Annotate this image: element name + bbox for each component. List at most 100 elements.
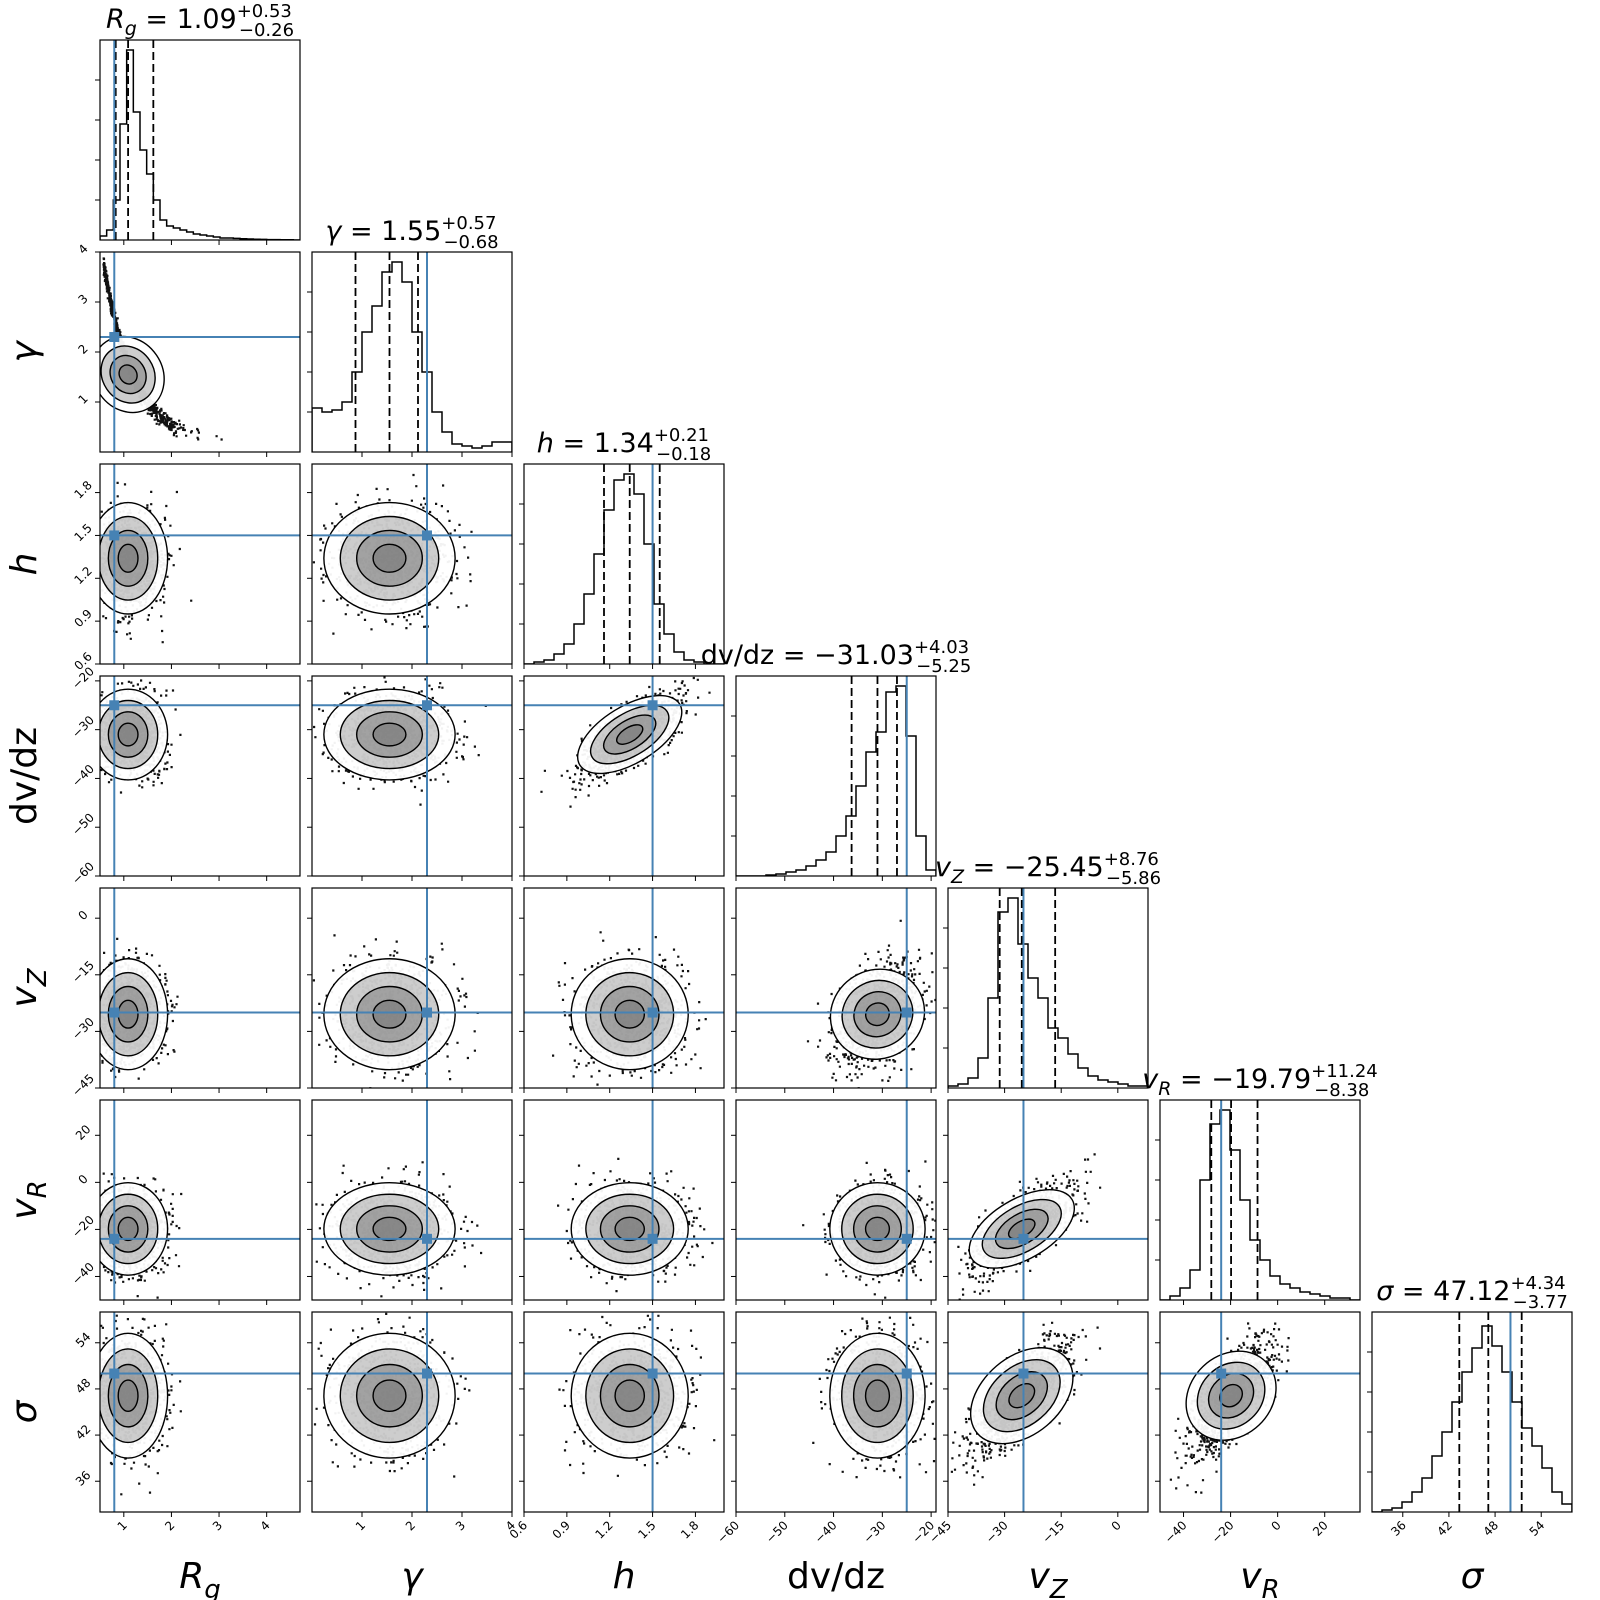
title-param-sub: g bbox=[125, 18, 137, 40]
panel-frame bbox=[735, 887, 937, 1089]
scatter-panel bbox=[95, 463, 301, 669]
scatter-panel bbox=[519, 1099, 725, 1305]
x-tick-label: −15 bbox=[1040, 1518, 1068, 1546]
title-value: 1.55 bbox=[381, 216, 441, 247]
truth-marker bbox=[422, 700, 432, 711]
density-contour bbox=[372, 1216, 407, 1242]
title-plus: +0.57 bbox=[441, 213, 496, 234]
y-tick-label: −30 bbox=[69, 713, 97, 741]
x-tick-label: −30 bbox=[983, 1518, 1011, 1546]
panel-content bbox=[948, 888, 1148, 1088]
panel-frame bbox=[735, 675, 937, 877]
panel-content bbox=[1372, 1312, 1572, 1512]
histogram-panel bbox=[731, 675, 937, 881]
y-tick-label: −30 bbox=[69, 1015, 97, 1043]
yaxis-label: vR bbox=[4, 1180, 53, 1219]
panel-content bbox=[524, 888, 724, 1088]
scatter-panel bbox=[307, 1099, 513, 1305]
panel-content bbox=[736, 1312, 936, 1512]
truth-marker bbox=[1018, 1233, 1029, 1244]
xaxis-label-name: σ bbox=[1461, 1556, 1485, 1597]
xaxis-label: h bbox=[613, 1556, 636, 1597]
y-tick-label: 36 bbox=[73, 1468, 94, 1489]
histogram-steps bbox=[312, 261, 512, 452]
histogram-steps bbox=[100, 49, 300, 240]
title-plus: +4.34 bbox=[1510, 1273, 1565, 1294]
panel-frame bbox=[99, 39, 301, 241]
panel-frame bbox=[1159, 1099, 1361, 1301]
histogram-panel bbox=[519, 463, 725, 669]
title-param: v bbox=[935, 852, 952, 883]
panel-content bbox=[100, 1100, 300, 1300]
density-contour bbox=[615, 724, 644, 745]
title-value: 47.12 bbox=[1433, 1276, 1510, 1307]
y-tick-label: 54 bbox=[73, 1330, 94, 1351]
panel-frame bbox=[523, 675, 725, 877]
title-plus: +0.53 bbox=[237, 1, 292, 22]
scatter-panel bbox=[731, 1099, 937, 1305]
x-tick-label: 1.5 bbox=[635, 1518, 658, 1541]
density-contour bbox=[865, 1002, 890, 1027]
panel-content bbox=[736, 1100, 936, 1300]
scatter-panel bbox=[731, 1311, 937, 1517]
x-tick-label: 1 bbox=[115, 1518, 130, 1533]
title-minus: −0.68 bbox=[443, 232, 498, 253]
panel-content bbox=[100, 676, 300, 876]
panel-frame bbox=[947, 887, 1149, 1089]
title-minus: −0.18 bbox=[656, 444, 711, 465]
density-contour bbox=[117, 543, 139, 573]
title-value: −25.45 bbox=[1004, 852, 1104, 883]
histogram-steps bbox=[1372, 1325, 1572, 1512]
scatter-panel bbox=[943, 1099, 1149, 1305]
x-tick-label: 0 bbox=[1268, 1518, 1283, 1533]
truth-marker bbox=[647, 700, 658, 711]
title-param-sub: Z bbox=[950, 866, 965, 888]
y-tick-label: −15 bbox=[69, 958, 97, 986]
x-tick-label: 1.8 bbox=[678, 1518, 701, 1541]
x-tick-label: 42 bbox=[1434, 1518, 1455, 1539]
xaxis-label-sub: g bbox=[204, 1575, 221, 1600]
xaxis-label-sub: R bbox=[1262, 1575, 1280, 1600]
density-contour bbox=[117, 722, 139, 747]
panel-frame bbox=[523, 1311, 725, 1513]
yaxis-label: vZ bbox=[4, 967, 53, 1007]
truth-marker bbox=[109, 1368, 120, 1379]
truth-marker bbox=[109, 1233, 120, 1244]
density-contour bbox=[118, 364, 138, 385]
x-tick-label: −20 bbox=[1209, 1518, 1237, 1546]
title-plus: +4.03 bbox=[914, 637, 969, 658]
density-contour bbox=[372, 1379, 407, 1412]
x-tick-label: −60 bbox=[714, 1518, 742, 1546]
panel-title: γ = 1.55+0.57−0.68 bbox=[325, 213, 498, 253]
x-tick-label: 3 bbox=[453, 1518, 468, 1533]
y-tick-label: 1.2 bbox=[71, 564, 94, 587]
panel-content bbox=[100, 464, 300, 664]
panel-content bbox=[524, 676, 724, 876]
y-tick-label: −45 bbox=[69, 1071, 97, 1099]
x-tick-label: 0 bbox=[1109, 1518, 1124, 1533]
x-tick-label: −50 bbox=[763, 1518, 791, 1546]
panel-content bbox=[312, 1100, 512, 1300]
title-equals: = bbox=[774, 640, 814, 671]
xaxis-label: vR bbox=[1240, 1556, 1279, 1600]
scatter-panel bbox=[95, 887, 301, 1093]
y-tick-label: 4 bbox=[76, 242, 91, 257]
title-spacer bbox=[1171, 1064, 1180, 1095]
truth-marker bbox=[1018, 1368, 1029, 1379]
xaxis-label-sub: Z bbox=[1049, 1575, 1069, 1600]
panel-frame bbox=[523, 887, 725, 1089]
x-tick-label: 0.9 bbox=[550, 1518, 573, 1541]
density-contour bbox=[372, 999, 407, 1029]
histogram-panel bbox=[307, 251, 513, 457]
title-equals: = bbox=[973, 852, 1004, 883]
panel-content bbox=[312, 464, 512, 664]
panel-frame bbox=[947, 1311, 1149, 1513]
xaxis-label: σ bbox=[1461, 1556, 1485, 1597]
title-value: −19.79 bbox=[1211, 1064, 1311, 1095]
yaxis-label: h bbox=[4, 553, 45, 576]
x-tick-label: 20 bbox=[1310, 1518, 1331, 1539]
scatter-panel bbox=[95, 675, 301, 881]
yaxis-label: σ bbox=[4, 1399, 45, 1423]
title-plus: +11.24 bbox=[1311, 1061, 1378, 1082]
panel-content bbox=[524, 1312, 724, 1512]
